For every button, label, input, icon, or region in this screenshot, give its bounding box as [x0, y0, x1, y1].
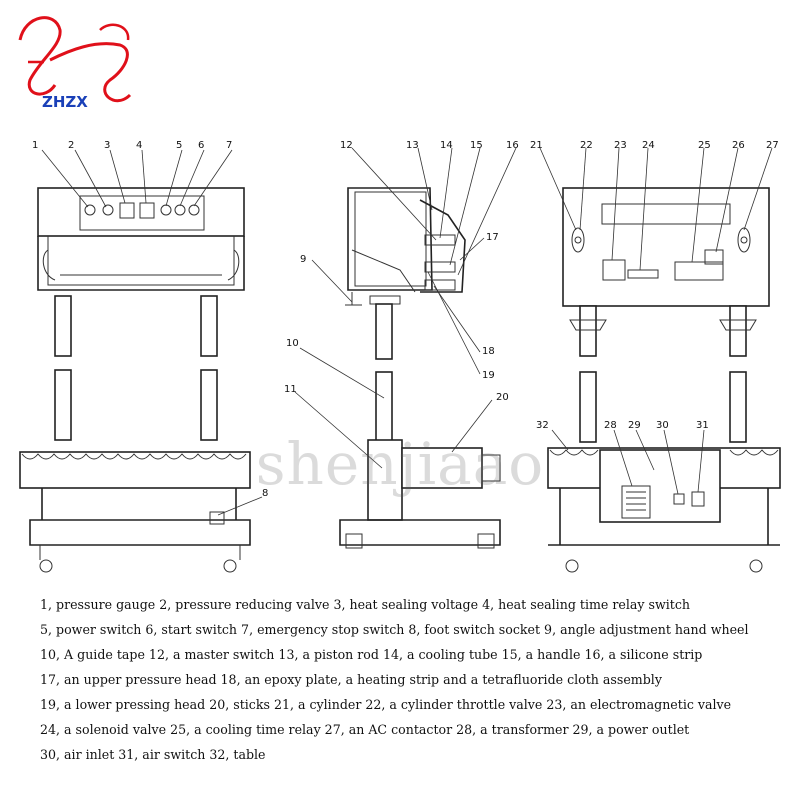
back-view: [547, 187, 781, 573]
callout-31: 31: [696, 420, 709, 431]
front-view: [19, 187, 251, 573]
callout-5: 5: [176, 140, 182, 151]
callout-6: 6: [198, 140, 204, 151]
parts-legend: 1, pressure gauge 2, pressure reducing v…: [40, 592, 795, 767]
callout-13: 13: [406, 140, 419, 151]
callout-10: 10: [286, 338, 299, 349]
callout-8: 8: [262, 488, 268, 499]
callout-29: 29: [628, 420, 641, 431]
callout-28: 28: [604, 420, 617, 431]
callout-7: 7: [226, 140, 232, 151]
callout-25: 25: [698, 140, 711, 151]
callout-22: 22: [580, 140, 593, 151]
front-panel-controls: [84, 202, 200, 219]
callout-14: 14: [440, 140, 453, 151]
legend-line: 1, pressure gauge 2, pressure reducing v…: [40, 597, 690, 612]
callout-12: 12: [340, 140, 353, 151]
callout-2: 2: [68, 140, 74, 151]
side-view: [339, 187, 501, 549]
callout-27: 27: [766, 140, 779, 151]
callout-4: 4: [136, 140, 142, 151]
callout-9: 9: [300, 254, 306, 265]
legend-line: 30, air inlet 31, air switch 32, table: [40, 747, 266, 762]
logo-text: ZHZX: [42, 93, 88, 111]
callout-numbers: 1 2 3 4 5 6 7 8 9 10 11 12 13 14 15 16 1…: [32, 140, 779, 499]
legend-line: 10, A guide tape 12, a master switch 13,…: [40, 647, 703, 662]
callout-24: 24: [642, 140, 655, 151]
callout-30: 30: [656, 420, 669, 431]
callout-3: 3: [104, 140, 110, 151]
callout-26: 26: [732, 140, 745, 151]
callout-32: 32: [536, 420, 549, 431]
callout-1: 1: [32, 140, 38, 151]
callout-18: 18: [482, 346, 495, 357]
legend-line: 24, a solenoid valve 25, a cooling time …: [40, 722, 690, 737]
legend-line: 17, an upper pressure head 18, an epoxy …: [40, 672, 662, 687]
logo-script: [18, 16, 132, 103]
leader-lines: [41, 147, 773, 516]
legend-line: 19, a lower pressing head 20, sticks 21,…: [40, 697, 732, 712]
callout-16: 16: [506, 140, 519, 151]
callout-17: 17: [486, 232, 499, 243]
machine-diagram: 1 2 3 4 5 6 7 8 9 10 11 12 13 14 15 16 1…: [19, 140, 781, 573]
callout-19: 19: [482, 370, 495, 381]
callout-20: 20: [496, 392, 509, 403]
callout-23: 23: [614, 140, 627, 151]
brand-logo: ZHZX: [18, 16, 132, 111]
legend-line: 5, power switch 6, start switch 7, emerg…: [40, 622, 749, 637]
callout-15: 15: [470, 140, 483, 151]
callout-21: 21: [530, 140, 543, 151]
callout-11: 11: [284, 384, 297, 395]
